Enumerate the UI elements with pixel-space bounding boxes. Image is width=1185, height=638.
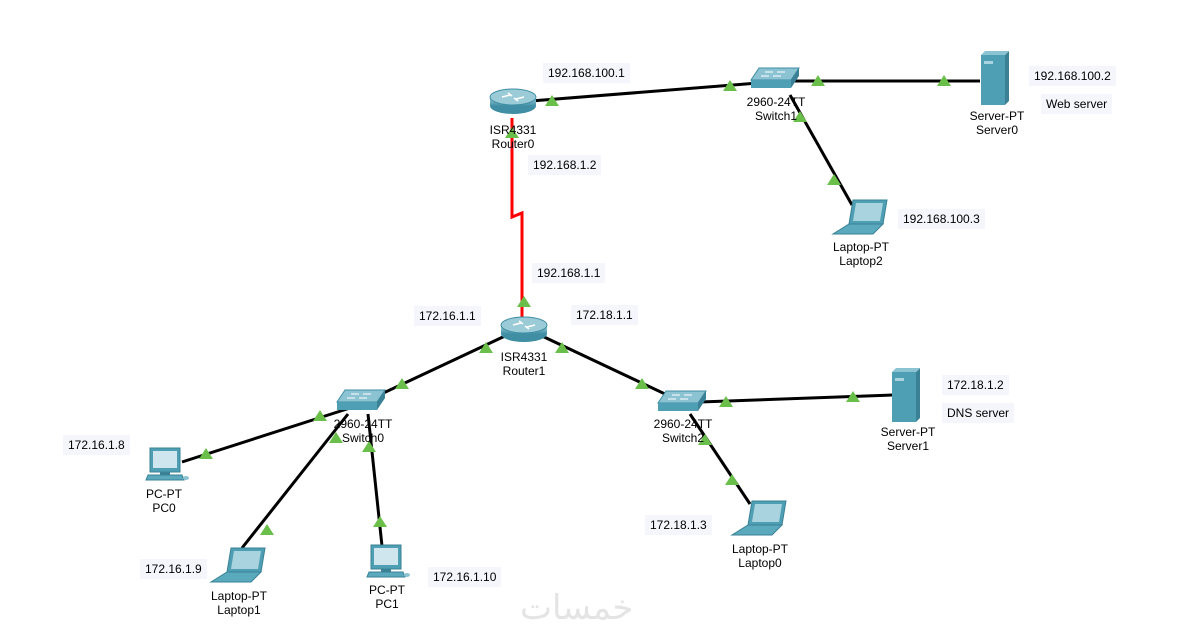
link-up-indicator-icon bbox=[811, 75, 825, 86]
server1[interactable] bbox=[892, 368, 920, 422]
note-server0-ip: 192.168.100.2 bbox=[1029, 66, 1116, 86]
link-status-layer bbox=[199, 75, 951, 535]
note-router1-lan2-ip: 172.18.1.1 bbox=[571, 305, 638, 325]
link-up-indicator-icon bbox=[725, 474, 739, 485]
device-model: PC-PT bbox=[146, 487, 182, 501]
router1[interactable] bbox=[500, 316, 548, 342]
note-laptop0-ip: 172.18.1.3 bbox=[645, 515, 712, 535]
device-name: Server1 bbox=[886, 439, 930, 453]
device-model: ISR4331 bbox=[500, 350, 548, 364]
link-router1-switch2[interactable] bbox=[541, 334, 683, 404]
switch2[interactable] bbox=[657, 390, 707, 411]
laptop2[interactable] bbox=[831, 199, 888, 235]
link-up-indicator-icon bbox=[505, 127, 519, 138]
link-up-indicator-icon bbox=[313, 410, 327, 421]
link-switch2-server1[interactable] bbox=[699, 393, 893, 404]
switch-icon bbox=[657, 390, 707, 404]
link-up-indicator-icon bbox=[555, 342, 569, 353]
note-laptop2-ip: 192.168.100.3 bbox=[898, 209, 985, 229]
pc0[interactable] bbox=[145, 447, 189, 481]
note-pc1-ip: 172.16.1.10 bbox=[428, 567, 502, 587]
watermark: خمسات bbox=[520, 588, 634, 628]
note-server1-role: DNS server bbox=[942, 403, 1015, 423]
link-up-indicator-icon bbox=[635, 378, 649, 389]
pc1[interactable] bbox=[366, 544, 410, 578]
link-up-indicator-icon bbox=[329, 432, 343, 443]
device-model: ISR4331 bbox=[489, 123, 537, 137]
device-name: Server0 bbox=[975, 123, 1019, 137]
device-model: 2960-24TT bbox=[333, 417, 393, 431]
link-up-indicator-icon bbox=[395, 378, 409, 389]
device-model: PC-PT bbox=[369, 583, 405, 597]
router-icon bbox=[500, 316, 548, 334]
device-name: PC0 bbox=[152, 501, 176, 515]
link-up-indicator-icon bbox=[846, 391, 860, 402]
link-up-indicator-icon bbox=[479, 342, 493, 353]
link-switch0-laptop1[interactable] bbox=[240, 413, 350, 549]
link-up-indicator-icon bbox=[373, 516, 387, 527]
link-up-indicator-icon bbox=[362, 441, 376, 452]
device-name: Switch2 bbox=[661, 431, 705, 445]
link-up-indicator-icon bbox=[260, 524, 274, 535]
link-up-indicator-icon bbox=[937, 75, 951, 86]
device-model: 2960-24TT bbox=[653, 417, 713, 431]
device-model: Laptop-PT bbox=[210, 589, 268, 603]
link-up-indicator-icon bbox=[723, 80, 737, 91]
device-model: Server-PT bbox=[969, 109, 1025, 123]
link-up-indicator-icon bbox=[199, 448, 213, 459]
device-name: Switch0 bbox=[341, 431, 385, 445]
device-name: Laptop0 bbox=[738, 556, 782, 570]
device-name: Router1 bbox=[502, 364, 546, 378]
device-model: Laptop-PT bbox=[731, 542, 789, 556]
switch-icon bbox=[750, 67, 800, 81]
note-server0-role: Web server bbox=[1041, 94, 1113, 114]
server0[interactable] bbox=[981, 51, 1009, 105]
device-name: Laptop2 bbox=[839, 254, 883, 268]
link-switch2-laptop0[interactable] bbox=[688, 413, 752, 505]
switch-icon bbox=[336, 389, 386, 403]
router0[interactable] bbox=[489, 88, 537, 114]
link-up-indicator-icon bbox=[545, 95, 559, 106]
router-icon bbox=[489, 88, 537, 106]
note-router1-lan0-ip: 172.16.1.1 bbox=[414, 306, 481, 326]
note-server1-ip: 172.18.1.2 bbox=[942, 375, 1009, 395]
note-router1-serial-ip: 192.168.1.1 bbox=[532, 263, 606, 283]
link-router0-switch1[interactable] bbox=[530, 80, 772, 103]
link-up-indicator-icon bbox=[517, 296, 531, 307]
device-model: Server-PT bbox=[880, 425, 936, 439]
device-name: Router0 bbox=[491, 137, 535, 151]
note-router0-serial-ip: 192.168.1.2 bbox=[528, 155, 602, 175]
device-model: Laptop-PT bbox=[832, 240, 890, 254]
switch1[interactable] bbox=[750, 67, 800, 88]
link-up-indicator-icon bbox=[698, 434, 712, 445]
link-up-indicator-icon bbox=[793, 111, 807, 122]
device-name: PC1 bbox=[375, 597, 399, 611]
device-name: Switch1 bbox=[754, 109, 798, 123]
switch0[interactable] bbox=[336, 389, 386, 410]
device-model: 2960-24TT bbox=[746, 95, 806, 109]
device-name: Laptop1 bbox=[217, 603, 261, 617]
note-pc0-ip: 172.16.1.8 bbox=[63, 435, 130, 455]
note-laptop1-ip: 172.16.1.9 bbox=[140, 559, 207, 579]
link-router0-router1-serial[interactable] bbox=[510, 118, 524, 320]
link-up-indicator-icon bbox=[719, 396, 733, 407]
laptop1[interactable] bbox=[209, 547, 266, 583]
link-up-indicator-icon bbox=[827, 174, 841, 185]
laptop0[interactable] bbox=[730, 500, 787, 536]
note-router0-lan-ip: 192.168.100.1 bbox=[543, 63, 630, 83]
